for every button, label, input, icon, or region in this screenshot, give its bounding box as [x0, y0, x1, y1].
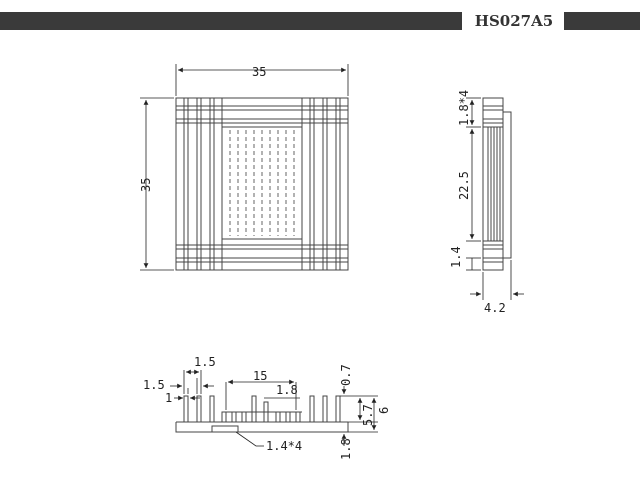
fin-height-label: 5.7	[361, 404, 375, 426]
horizontal-fins	[176, 105, 348, 263]
top-view-dimensions	[140, 64, 349, 271]
thickness-label: 4.2	[484, 301, 506, 315]
vertical-fins	[183, 98, 341, 270]
gap-label: 1	[165, 391, 172, 405]
title-box	[462, 10, 564, 32]
center-groove	[221, 126, 303, 240]
base-label: 1.8	[339, 438, 353, 460]
side-top-label: 1.8*4	[457, 90, 471, 126]
side-bottom-label: 1.4	[449, 246, 463, 268]
groove-depth-label: 1.8	[276, 383, 298, 397]
slot-label: 1.4*4	[266, 439, 302, 453]
fin-label: 1.5	[194, 355, 216, 369]
side-view-base	[502, 111, 512, 259]
part-number: HS027A5	[474, 12, 554, 30]
top-offset-label: 0.7	[339, 364, 353, 386]
groove-width-label: 15	[253, 369, 267, 383]
front-view	[175, 395, 349, 433]
front-base-outline	[175, 422, 349, 433]
total-height-label: 6	[377, 407, 391, 414]
side-view-dimensions	[466, 97, 524, 300]
pad	[211, 425, 239, 433]
front-view-dimensions	[170, 369, 378, 447]
hidden-lines	[229, 130, 295, 236]
width-label: 35	[252, 65, 266, 79]
front-fins	[183, 395, 341, 422]
pitch-label: 1.5	[143, 378, 165, 392]
height-label: 35	[139, 178, 153, 192]
side-fins	[483, 105, 503, 263]
side-view	[482, 97, 512, 271]
top-view-outline	[175, 97, 349, 271]
side-middle-label: 22.5	[457, 171, 471, 200]
top-view	[175, 97, 349, 271]
